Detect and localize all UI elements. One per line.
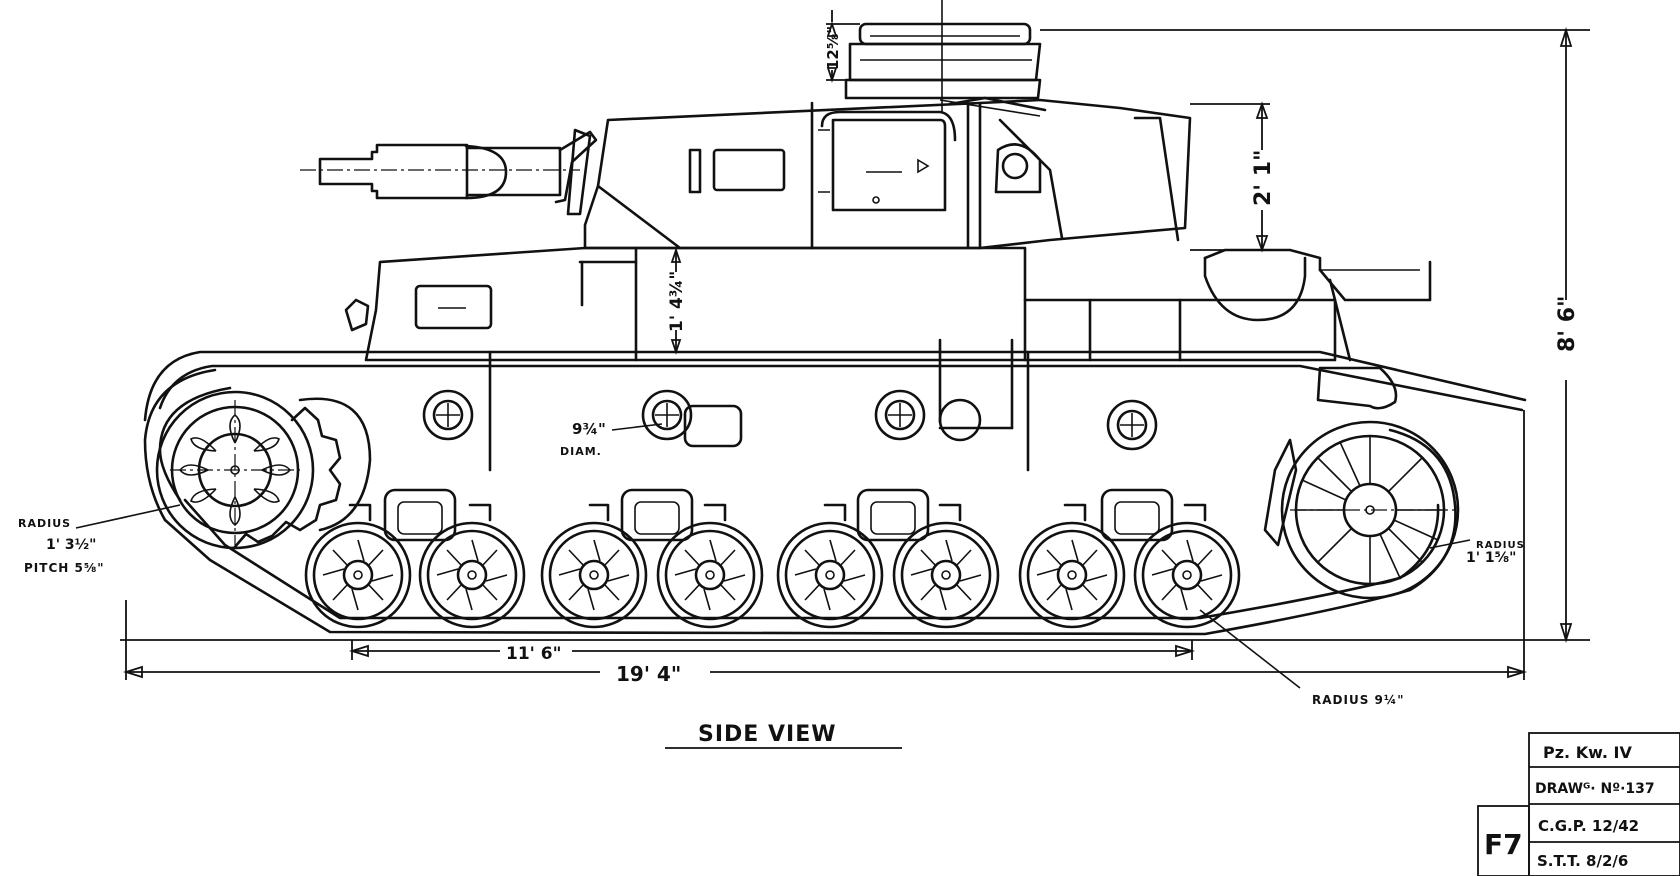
- idler-radius-label: RADIUS: [1476, 540, 1525, 551]
- bogie-bracket: [588, 488, 727, 542]
- road-wheels: [304, 521, 1241, 629]
- cupola: [844, 22, 1042, 100]
- labels: SIDE VIEW 19' 4" 11' 6" 8' 6" 2' 1" 12⅝"…: [18, 26, 1580, 747]
- road-wheel: [418, 521, 526, 629]
- overall-height-label: 8' 6": [1555, 296, 1580, 352]
- superstructure: [344, 246, 1432, 362]
- track-contact-label: 11' 6": [506, 644, 561, 664]
- title-block-sheet: F7: [1484, 828, 1523, 861]
- title-block-stt: S.T.T. 8/2/6: [1537, 852, 1628, 870]
- title-block-cgp: C.G.P. 12/42: [1538, 817, 1639, 835]
- return-roller: [1106, 399, 1158, 451]
- hole-diameter-value: 9¾": [572, 420, 606, 438]
- view-title: SIDE VIEW: [698, 722, 837, 747]
- idler-wheel: [1263, 420, 1460, 600]
- dimension-lines: [75, 10, 1590, 749]
- track: [143, 368, 1457, 636]
- roadwheel-radius-label: RADIUS 9¼": [1312, 693, 1405, 707]
- road-wheel: [304, 521, 412, 629]
- road-wheel: [656, 521, 764, 629]
- road-wheel: [1133, 521, 1241, 629]
- idler-radius-value: 1' 1⅝": [1466, 550, 1516, 566]
- turret: [583, 96, 1192, 250]
- turret-height-label: 2' 1": [1251, 150, 1276, 206]
- sprocket-radius-label: RADIUS: [18, 517, 71, 530]
- title-block-model: Pz. Kw. IV: [1543, 743, 1632, 762]
- tank-outline: [143, 0, 1527, 636]
- superstructure-height-label: 1' 4¾": [667, 271, 687, 332]
- hole-diameter-unit: DIAM.: [560, 445, 602, 458]
- title-block-drawing-no: DRAWᴳ· Nº·137: [1535, 781, 1655, 797]
- return-roller: [422, 389, 474, 441]
- sprocket-pitch-label: PITCH 5⅝": [24, 561, 105, 575]
- road-wheel: [1018, 521, 1126, 629]
- return-roller: [874, 389, 926, 441]
- bogie-bracket: [823, 488, 962, 542]
- drive-sprocket: [155, 390, 372, 550]
- sprocket-radius-value: 1' 3½": [46, 537, 96, 553]
- main-gun: [300, 128, 598, 216]
- title-block: Pz. Kw. IV DRAWᴳ· Nº·137 C.G.P. 12/42 S.…: [1477, 732, 1680, 876]
- overall-length-label: 19' 4": [616, 662, 681, 686]
- fender: [143, 338, 1527, 472]
- return-roller: [641, 389, 693, 441]
- road-wheel: [776, 521, 884, 629]
- road-wheel: [540, 521, 648, 629]
- return-rollers: [422, 389, 1158, 451]
- road-wheel: [892, 521, 1000, 629]
- cupola-height-label: 12⅝": [824, 26, 842, 70]
- bogie-bracket: [1063, 488, 1207, 542]
